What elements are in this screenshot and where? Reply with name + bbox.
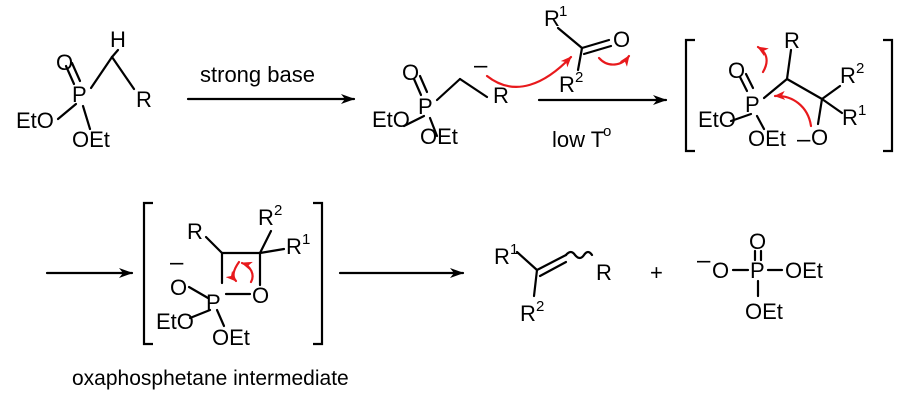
betaine-intermediate: O P R R 2 R 1 – O EtO OEt bbox=[684, 28, 894, 153]
ethoxy-left: EtO bbox=[698, 107, 736, 132]
alkoxide-oxygen: O bbox=[811, 125, 828, 150]
nucleophilic-attack-arrow bbox=[485, 55, 573, 88]
ethoxy-bottom: OEt bbox=[212, 325, 250, 350]
alkoxide-attack-arrow bbox=[773, 90, 813, 128]
ring-electron-arrow-lower bbox=[240, 261, 254, 284]
ethoxy-right: OEt bbox=[785, 258, 823, 283]
r-group: R bbox=[136, 87, 152, 112]
betaine-r1: R bbox=[842, 105, 858, 130]
degree-symbol: o bbox=[603, 123, 611, 140]
r1-superscript: 1 bbox=[858, 102, 866, 119]
phosphorus-atom: P bbox=[750, 258, 765, 283]
wavy-bond bbox=[564, 250, 594, 260]
carbonyl-compound: R 1 O R 2 bbox=[544, 3, 630, 97]
oxaphosphetane-caption: oxaphosphetane intermediate bbox=[72, 367, 349, 390]
r-group: R bbox=[784, 28, 800, 53]
r-group: R bbox=[596, 260, 612, 285]
carbonyl-r1: R bbox=[544, 6, 560, 31]
r1-superscript: 1 bbox=[559, 3, 567, 20]
carbonyl-r2: R bbox=[559, 72, 575, 97]
betaine-r2: R bbox=[840, 63, 856, 88]
r-group: R bbox=[187, 219, 203, 244]
carbonyl-oxygen: O bbox=[613, 27, 630, 52]
oxaphosphetane-intermediate: R R 2 R 1 – O P O EtO OEt bbox=[142, 201, 324, 350]
phosphonate-carbanion: O P – R EtO OEt bbox=[372, 52, 573, 149]
phosphoryl-oxygen: O bbox=[56, 50, 73, 75]
phosphoryl-oxygen: O bbox=[402, 60, 419, 85]
carbonyl-electron-arrow bbox=[597, 54, 631, 67]
ethoxy-left: EtO bbox=[156, 309, 194, 334]
oxaphosphetane-r2: R bbox=[258, 205, 274, 230]
r1-superscript: 1 bbox=[510, 241, 518, 258]
ethoxy-bottom: OEt bbox=[72, 127, 110, 152]
alpha-hydrogen: H bbox=[110, 27, 126, 52]
r2-superscript: 2 bbox=[856, 60, 864, 77]
ethoxy-bottom: OEt bbox=[420, 124, 458, 149]
ring-oxygen: O bbox=[252, 283, 269, 308]
ethoxy-bottom: OEt bbox=[748, 126, 786, 151]
ethoxy-left: EtO bbox=[16, 108, 54, 133]
anionic-oxygen: O bbox=[712, 258, 729, 283]
r-group: R bbox=[493, 83, 509, 108]
oxaphosphetane-r1: R bbox=[286, 234, 302, 259]
plus-sign: + bbox=[650, 260, 663, 285]
phosphoryl-oxygen: O bbox=[749, 229, 766, 254]
r2-superscript: 2 bbox=[575, 69, 583, 86]
strong-base-label: strong base bbox=[200, 62, 315, 87]
alkene-r2: R bbox=[520, 301, 536, 326]
r2-superscript: 2 bbox=[274, 202, 282, 219]
phosphorus-atom: P bbox=[72, 82, 87, 107]
phosphoryl-electron-arrow bbox=[756, 45, 769, 74]
oxide-oxygen: O bbox=[170, 275, 187, 300]
diethyl-phosphate-anion: O – O P OEt OEt bbox=[697, 229, 823, 324]
phosphate-charge: – bbox=[697, 247, 711, 274]
step-2-arrow: low T o bbox=[537, 95, 668, 152]
phosphorus-atom: P bbox=[418, 94, 433, 119]
r2-superscript: 2 bbox=[536, 298, 544, 315]
carbanion-charge: – bbox=[474, 52, 488, 79]
alkene-r1: R bbox=[494, 244, 510, 269]
phosphorus-atom: P bbox=[745, 92, 760, 117]
ethoxy-bottom: OEt bbox=[745, 299, 783, 324]
alkoxide-charge: – bbox=[797, 126, 811, 153]
ethoxy-left: EtO bbox=[372, 107, 410, 132]
alkene-product: R 1 R R 2 bbox=[494, 241, 612, 326]
phosphorus-atom: P bbox=[206, 290, 221, 315]
phosphoryl-oxygen: O bbox=[728, 58, 745, 83]
ring-electron-arrow-upper bbox=[225, 260, 241, 283]
r1-superscript: 1 bbox=[302, 231, 310, 248]
step-1-arrow: strong base bbox=[186, 62, 356, 104]
low-temperature-label: low T bbox=[552, 127, 604, 152]
oxide-charge: – bbox=[170, 249, 184, 276]
phosphonate-starting-material: O P H R EtO OEt bbox=[16, 27, 152, 152]
